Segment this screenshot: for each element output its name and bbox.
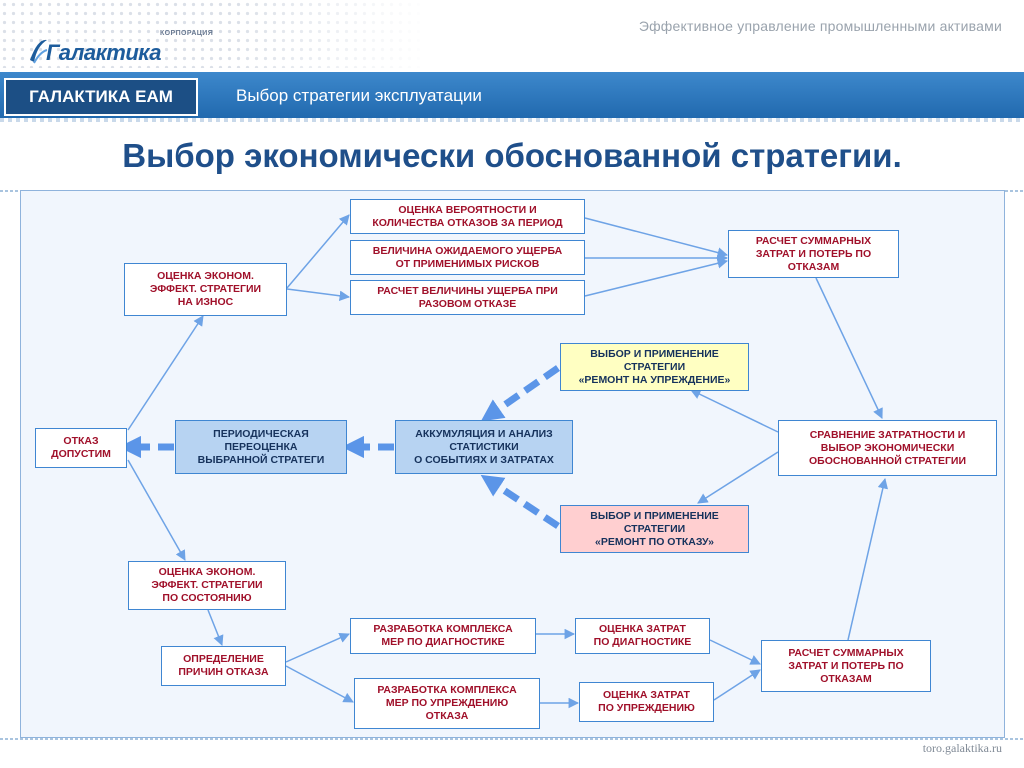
box-periodic-reassessment: ПЕРИОДИЧЕСКАЯ ПЕРЕОЦЕНКА ВЫБРАННОЙ СТРАТ… [175, 420, 347, 474]
logo-wordmark: Галактика [46, 40, 161, 65]
box-diagnostics-measures: РАЗРАБОТКА КОМПЛЕКСА МЕР ПО ДИАГНОСТИКЕ [350, 618, 536, 654]
box-prevention-costs: ОЦЕНКА ЗАТРАТ ПО УПРЕЖДЕНИЮ [579, 682, 714, 722]
arrow-wear-onedmg [286, 288, 351, 301]
box-strategy-repair-on-failure: ВЫБОР И ПРИМЕНЕНИЕ СТРАТЕГИИ «РЕМОНТ ПО … [560, 505, 749, 553]
box-strategy-preventive-repair: ВЫБОР И ПРИМЕНЕНИЕ СТРАТЕГИИ «РЕМОНТ НА … [560, 343, 749, 391]
logo-swoosh-icon [30, 39, 48, 64]
arrow-diagcost-total2 [709, 639, 761, 665]
arrow-compare-prevent [690, 389, 779, 433]
box-cost-comparison: СРАВНЕНИЕ ЗАТРАТНОСТИ И ВЫБОР ЭКОНОМИЧЕС… [778, 420, 997, 476]
product-badge: ГАЛАКТИКА EAM [4, 78, 198, 116]
section-title: Выбор стратегии эксплуатации [236, 86, 482, 105]
box-single-failure-damage: РАСЧЕТ ВЕЛИЧИНЫ УЩЕРБА ПРИ РАЗОВОМ ОТКАЗ… [350, 280, 585, 315]
box-statistics-accumulation: АККУМУЛЯЦИЯ И АНАЛИЗ СТАТИСТИКИ О СОБЫТИ… [395, 420, 573, 474]
arrow-causes-diagdev [285, 633, 350, 663]
galaktika-logo: КОРПОРАЦИЯ Галактика [28, 30, 213, 70]
box-condition-strategy-efficiency: ОЦЕНКА ЭКОНОМ. ЭФФЕКТ. СТРАТЕГИИ ПО СОСТ… [128, 561, 286, 610]
dashed-arrow-failure-accum [480, 474, 560, 529]
slide-title: Выбор экономически обоснованной стратеги… [122, 137, 902, 174]
box-expected-damage: ВЕЛИЧИНА ОЖИДАЕМОГО УЩЕРБА ОТ ПРИМЕНИМЫХ… [350, 240, 585, 275]
box-total-costs-top: РАСЧЕТ СУММАРНЫХ ЗАТРАТ И ПОТЕРЬ ПО ОТКА… [728, 230, 899, 278]
arrow-total2-compare [847, 477, 889, 641]
arrow-allowed-condition [127, 459, 186, 561]
arrow-compare-failure [697, 451, 779, 504]
box-wear-strategy-efficiency: ОЦЕНКА ЭКОНОМ. ЭФФЕКТ. СТРАТЕГИИ НА ИЗНО… [124, 263, 287, 316]
logo-corporation-label: КОРПОРАЦИЯ [160, 30, 214, 37]
footer-divider [0, 738, 1024, 740]
box-failure-causes: ОПРЕДЕЛЕНИЕ ПРИЧИН ОТКАЗА [161, 646, 286, 686]
header-tagline: Эффективное управление промышленными акт… [638, 18, 1002, 34]
footer-url[interactable]: toro.galaktika.ru [922, 741, 1002, 755]
arrow-prob-total1 [584, 217, 729, 258]
arrow-total1-compare [815, 277, 883, 419]
box-diagnostics-costs: ОЦЕНКА ЗАТРАТ ПО ДИАГНОСТИКЕ [575, 618, 710, 654]
arrow-condition-causes [207, 609, 224, 646]
arrow-causes-prevdev [285, 665, 354, 703]
arrow-onedmg-total1 [584, 258, 729, 297]
arrow-wear-prob [286, 214, 350, 289]
arrow-prevcost-total2 [713, 669, 761, 701]
arrow-allowed-wear [127, 315, 204, 431]
box-failure-acceptable: ОТКАЗ ДОПУСТИМ [35, 428, 127, 468]
box-prevention-measures: РАЗРАБОТКА КОМПЛЕКСА МЕР ПО УПРЕЖДЕНИЮ О… [354, 678, 540, 729]
box-total-costs-bottom: РАСЧЕТ СУММАРНЫХ ЗАТРАТ И ПОТЕРЬ ПО ОТКА… [761, 640, 931, 692]
box-failure-probability: ОЦЕНКА ВЕРОЯТНОСТИ И КОЛИЧЕСТВА ОТКАЗОВ … [350, 199, 585, 234]
dashed-arrow-prevent-accum [480, 365, 560, 422]
